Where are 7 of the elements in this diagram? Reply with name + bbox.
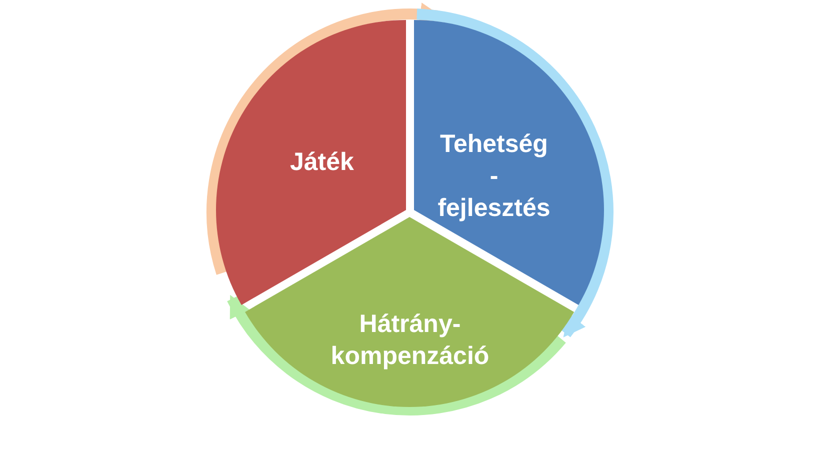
pie-segment bbox=[216, 20, 406, 304]
segment-label: Játék bbox=[289, 147, 355, 178]
segment-label: Tehetség -fejlesztés bbox=[436, 129, 552, 224]
cycle-arrow bbox=[416, 8, 614, 338]
pie-segment bbox=[414, 20, 604, 304]
cycle-arrow bbox=[227, 294, 566, 416]
segment-label: Hátrány- kompenzáció bbox=[330, 309, 490, 372]
